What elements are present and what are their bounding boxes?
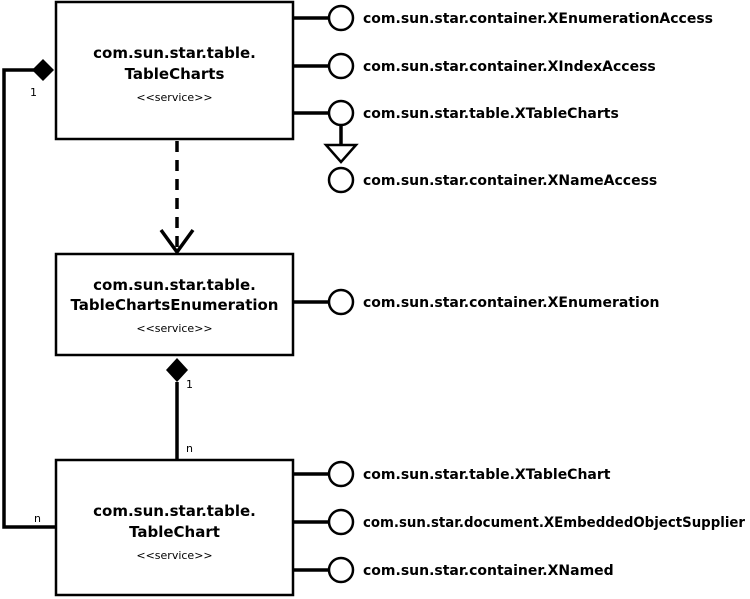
- multiplicity-charts-one: 1: [30, 86, 37, 99]
- composition-diamond-charts: [32, 59, 54, 81]
- service-stereotype: <<service>>: [136, 322, 212, 335]
- composition-line-charts-to-chart: [2, 68, 56, 529]
- interface-lollipop-icon: [327, 508, 355, 536]
- interface-label: com.sun.star.container.XNamed: [363, 563, 614, 579]
- interface-label: com.sun.star.table.XTableCharts: [363, 106, 619, 122]
- interface-lollipop-icon: [327, 99, 355, 127]
- interface-xindexaccess: com.sun.star.container.XIndexAccess: [293, 52, 656, 80]
- interface-xtablecharts: com.sun.star.table.XTableCharts: [293, 99, 619, 127]
- composition-diamond-enumeration: [166, 358, 188, 382]
- interface-lollipop-icon: [327, 4, 355, 32]
- multiplicity-chart-n-top: n: [186, 442, 193, 455]
- inheritance-triangle-icon: [323, 143, 359, 164]
- service-name-line2: TableChartsEnumeration: [70, 296, 278, 314]
- service-name-line1: com.sun.star.table.: [93, 276, 256, 294]
- interface-lollipop-icon: [327, 52, 355, 80]
- service-box-frame: [54, 252, 295, 357]
- interface-xenumeration: com.sun.star.container.XEnumeration: [293, 288, 659, 316]
- interface-label: com.sun.star.container.XNameAccess: [363, 173, 657, 189]
- interface-label: com.sun.star.container.XIndexAccess: [363, 59, 656, 75]
- multiplicity-enumeration-one: 1: [186, 378, 193, 391]
- interface-label: com.sun.star.table.XTableChart: [363, 467, 611, 483]
- service-name-line1: com.sun.star.table.: [93, 44, 256, 62]
- interface-xnameaccess: com.sun.star.container.XNameAccess: [327, 166, 657, 194]
- interface-lollipop-icon: [327, 288, 355, 316]
- service-box-table-chart: com.sun.star.table. TableChart <<service…: [54, 458, 295, 597]
- interface-lollipop-icon: [327, 460, 355, 488]
- interface-label: com.sun.star.container.XEnumerationAcces…: [363, 11, 713, 27]
- service-box-frame: [54, 0, 295, 141]
- service-name-line2: TableCharts: [125, 65, 225, 83]
- service-name-line1: com.sun.star.table.: [93, 502, 256, 520]
- service-box-table-charts-enumeration: com.sun.star.table. TableChartsEnumerati…: [54, 252, 295, 357]
- multiplicity-chart-n-left: n: [34, 512, 41, 525]
- interface-xnamed: com.sun.star.container.XNamed: [293, 556, 614, 584]
- interface-xtablechart: com.sun.star.table.XTableChart: [293, 460, 611, 488]
- service-name-line2: TableChart: [129, 523, 220, 541]
- interface-xenumerationaccess: com.sun.star.container.XEnumerationAcces…: [293, 4, 713, 32]
- interface-label: com.sun.star.document.XEmbeddedObjectSup…: [363, 515, 745, 531]
- service-box-frame: [54, 458, 295, 597]
- interface-lollipop-icon: [327, 166, 355, 194]
- interface-xembeddedobjectsupplier: com.sun.star.document.XEmbeddedObjectSup…: [293, 508, 745, 536]
- interface-label: com.sun.star.container.XEnumeration: [363, 295, 659, 311]
- service-stereotype: <<service>>: [136, 91, 212, 104]
- dependency-arrowhead: [159, 228, 195, 255]
- service-stereotype: <<service>>: [136, 549, 212, 562]
- service-box-table-charts: com.sun.star.table. TableCharts <<servic…: [54, 0, 295, 141]
- interface-lollipop-icon: [327, 556, 355, 584]
